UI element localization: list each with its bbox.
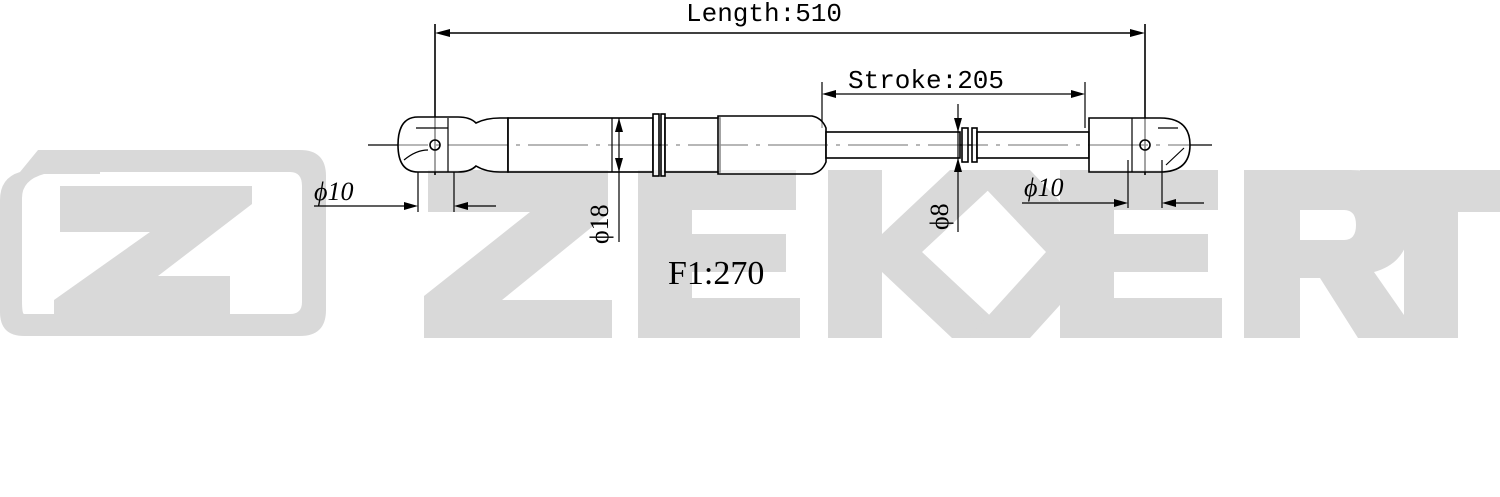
watermark-emblem [0,150,326,336]
cylinder-diameter-dimension: ϕ18 [585,118,623,244]
rod-diameter-label: ϕ8 [925,203,954,230]
rod-diameter-dimension: ϕ8 [925,104,962,232]
cylinder-body [507,117,654,173]
length-label: Length:510 [686,0,842,29]
watermark-letter-k1 [828,170,1014,338]
cylinder-sleeve [717,115,827,175]
gas-spring [368,113,1212,177]
left-eye-diameter-label: ϕ10 [314,177,353,206]
right-eye-diameter-label: ϕ10 [1024,173,1063,202]
watermark-letter-e2 [1060,170,1222,338]
left-eye-fitting [397,116,509,173]
right-eye-diameter-dimension: ϕ10 [1022,160,1204,208]
piston-rod [825,131,961,159]
stroke-label: Stroke:205 [848,66,1004,96]
watermark-letter-z [424,170,612,338]
cylinder-diameter-label: ϕ18 [585,204,614,244]
brand-watermark [0,150,1500,338]
watermark-letter-e1 [638,170,800,338]
left-eye-diameter-dimension: ϕ10 [314,172,496,212]
watermark-letter-t [1360,170,1500,338]
force-label: F1:270 [668,255,764,292]
stroke-dimension: Stroke:205 [821,66,1086,128]
